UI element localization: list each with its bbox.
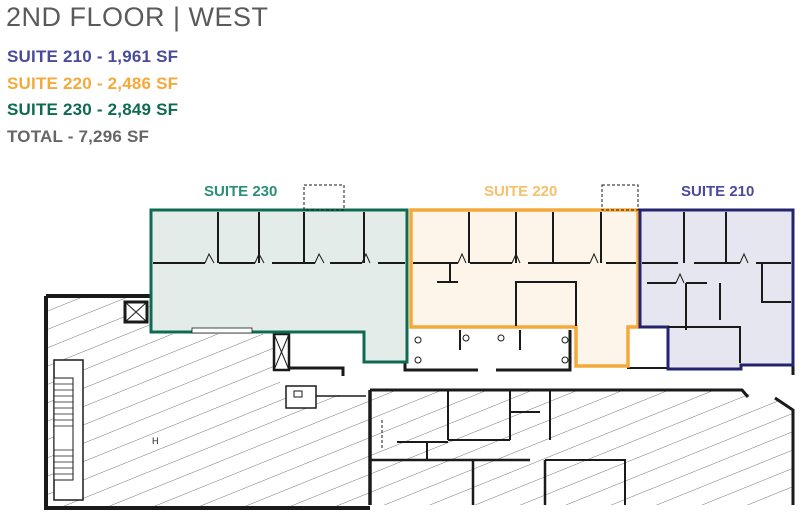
south-common-area [368, 388, 795, 505]
suite-230[interactable]: SUITE 230 [149, 183, 409, 364]
west-common-area: H [44, 294, 370, 510]
legend-suite-210: SUITE 210 - 1,961 SF [7, 47, 179, 66]
legend-total: TOTAL - 7,296 SF [7, 126, 150, 146]
legend-suite-220: SUITE 220 - 2,486 SF [7, 73, 179, 93]
svg-text:H: H [152, 436, 159, 446]
suite-220-label: SUITE 220 [484, 183, 557, 200]
core-area [272, 330, 795, 409]
legend-suite-230: SUITE 230 - 2,849 SF [7, 100, 179, 119]
suite-220[interactable]: SUITE 220 [409, 183, 640, 368]
suite-legend: SUITE 210 - 1,961 SF SUITE 220 - 2,486 S… [7, 44, 178, 150]
floor-title: 2ND FLOOR | WEST [6, 2, 269, 32]
suite-210-label: SUITE 210 [681, 183, 754, 200]
suite-230-label: SUITE 230 [204, 183, 277, 200]
stair [53, 359, 84, 501]
suite-210[interactable]: SUITE 210 [638, 183, 795, 371]
